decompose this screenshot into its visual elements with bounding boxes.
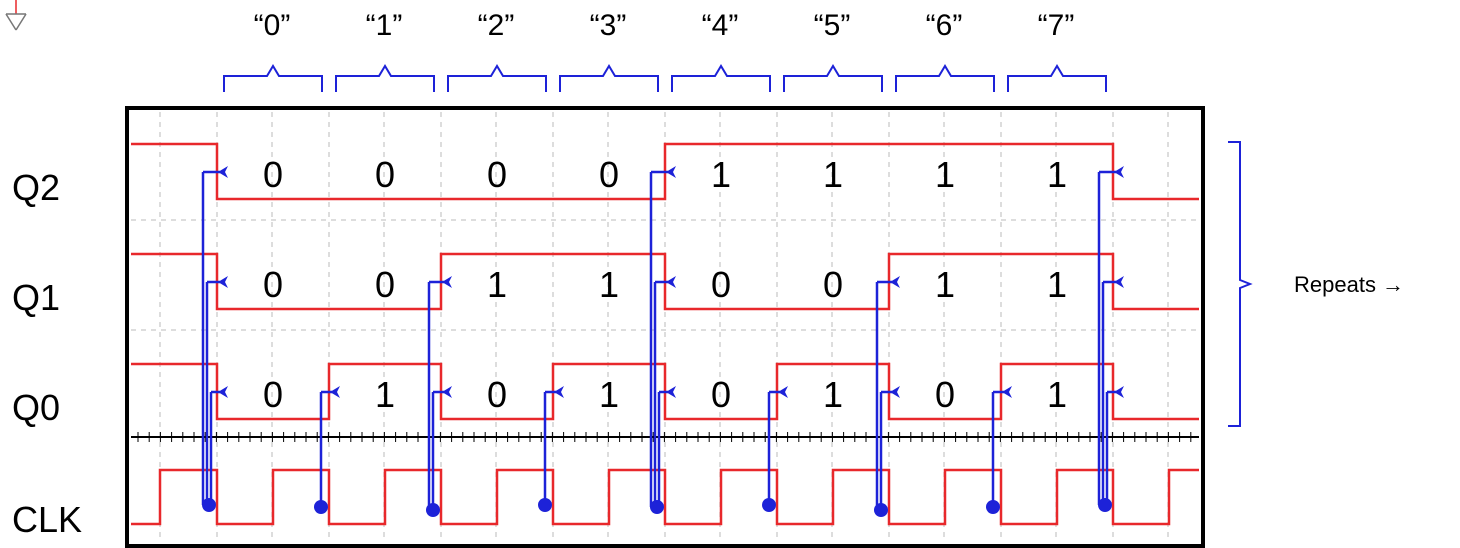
bit-label-q0: 0: [935, 374, 955, 415]
arrowhead-icon: [666, 386, 676, 398]
count-brace: [895, 64, 995, 92]
bit-label-q1: 0: [263, 264, 283, 305]
count-brace: [671, 64, 771, 92]
count-label-4: “4”: [702, 9, 739, 42]
count-label-6: “6”: [926, 9, 963, 42]
count-brace: [1007, 64, 1107, 92]
time-axis: [131, 432, 1199, 442]
bit-label-q1: 1: [935, 264, 955, 305]
bit-label-q1: 0: [711, 264, 731, 305]
row-label-clk: CLK: [12, 499, 82, 540]
repeat-brace: [1228, 141, 1253, 427]
arrowhead-icon: [890, 386, 900, 398]
arrowhead-icon: [442, 276, 452, 288]
count-label-0: “0”: [254, 9, 291, 42]
clock-edge-dot: [650, 500, 664, 514]
arrowhead-icon: [890, 276, 900, 288]
bit-label-q2: 0: [487, 154, 507, 195]
clock-edge-dot: [426, 503, 440, 517]
count-label-3: “3”: [590, 9, 627, 42]
bit-label-q2: 0: [263, 154, 283, 195]
arrowhead-icon: [666, 276, 676, 288]
arrowhead-icon: [1114, 166, 1124, 178]
clock-edge-dot: [762, 498, 776, 512]
arrowhead-icon: [1002, 386, 1012, 398]
clock-edge-dot: [202, 498, 216, 512]
clock-trigger-arrows: [201, 166, 1124, 517]
bit-label-q2: 1: [823, 154, 843, 195]
count-brace: [223, 64, 323, 92]
bit-label-q0: 1: [1047, 374, 1067, 415]
bit-label-q0: 0: [263, 374, 283, 415]
bit-label-q0: 0: [711, 374, 731, 415]
count-brace: [447, 64, 547, 92]
arrowhead-icon: [1114, 276, 1124, 288]
ground-icon: [5, 0, 27, 31]
clock-edge-dot: [314, 500, 328, 514]
clock-edge-dot: [986, 500, 1000, 514]
bit-label-q2: 1: [935, 154, 955, 195]
arrowhead-icon: [218, 166, 228, 178]
row-label-q1: Q1: [12, 277, 60, 318]
clock-edge-dot: [538, 498, 552, 512]
bit-label-q2: 1: [1047, 154, 1067, 195]
bit-label-q0: 1: [599, 374, 619, 415]
bit-label-q0: 0: [487, 374, 507, 415]
count-label-1: “1”: [366, 9, 403, 42]
bit-label-q2: 1: [711, 154, 731, 195]
repeats-label: Repeats →: [1294, 272, 1404, 297]
row-label-q2: Q2: [12, 167, 60, 208]
arrowhead-icon: [666, 166, 676, 178]
arrowhead-icon: [778, 386, 788, 398]
bit-label-q0: 1: [823, 374, 843, 415]
row-label-q0: Q0: [12, 387, 60, 428]
count-label-2: “2”: [478, 9, 515, 42]
bit-label-q1: 1: [487, 264, 507, 305]
bit-label-q2: 0: [599, 154, 619, 195]
bit-label-q0: 1: [375, 374, 395, 415]
waveform-clk: [131, 468, 1199, 526]
arrowhead-icon: [330, 386, 340, 398]
arrowhead-icon: [218, 386, 228, 398]
arrowhead-icon: [1114, 386, 1124, 398]
bit-label-q1: 1: [1047, 264, 1067, 305]
count-label-5: “5”: [814, 9, 851, 42]
arrowhead-icon: [442, 386, 452, 398]
count-label-7: “7”: [1038, 9, 1075, 42]
count-brace: [559, 64, 659, 92]
count-brace: [783, 64, 883, 92]
bit-label-q1: 1: [599, 264, 619, 305]
row-labels: Q2 Q1 Q0 CLK: [12, 167, 82, 540]
bit-label-q1: 0: [375, 264, 395, 305]
count-brace: [335, 64, 435, 92]
clock-edge-dot: [1098, 498, 1112, 512]
grid-lines: [131, 112, 1199, 542]
arrowhead-icon: [554, 386, 564, 398]
count-braces: [223, 64, 1107, 92]
bit-labels: 0 0 0 0 1 1 1 1 0 0 1 1 0 0 1 1 0 1 0 1 0 1 0 1: [263, 154, 1067, 415]
count-labels: “0” “1” “2” “3” “4” “5” “6” “7”: [254, 9, 1075, 42]
arrowhead-icon: [218, 276, 228, 288]
bit-label-q2: 0: [375, 154, 395, 195]
clock-edge-dot: [874, 503, 888, 517]
bit-label-q1: 0: [823, 264, 843, 305]
